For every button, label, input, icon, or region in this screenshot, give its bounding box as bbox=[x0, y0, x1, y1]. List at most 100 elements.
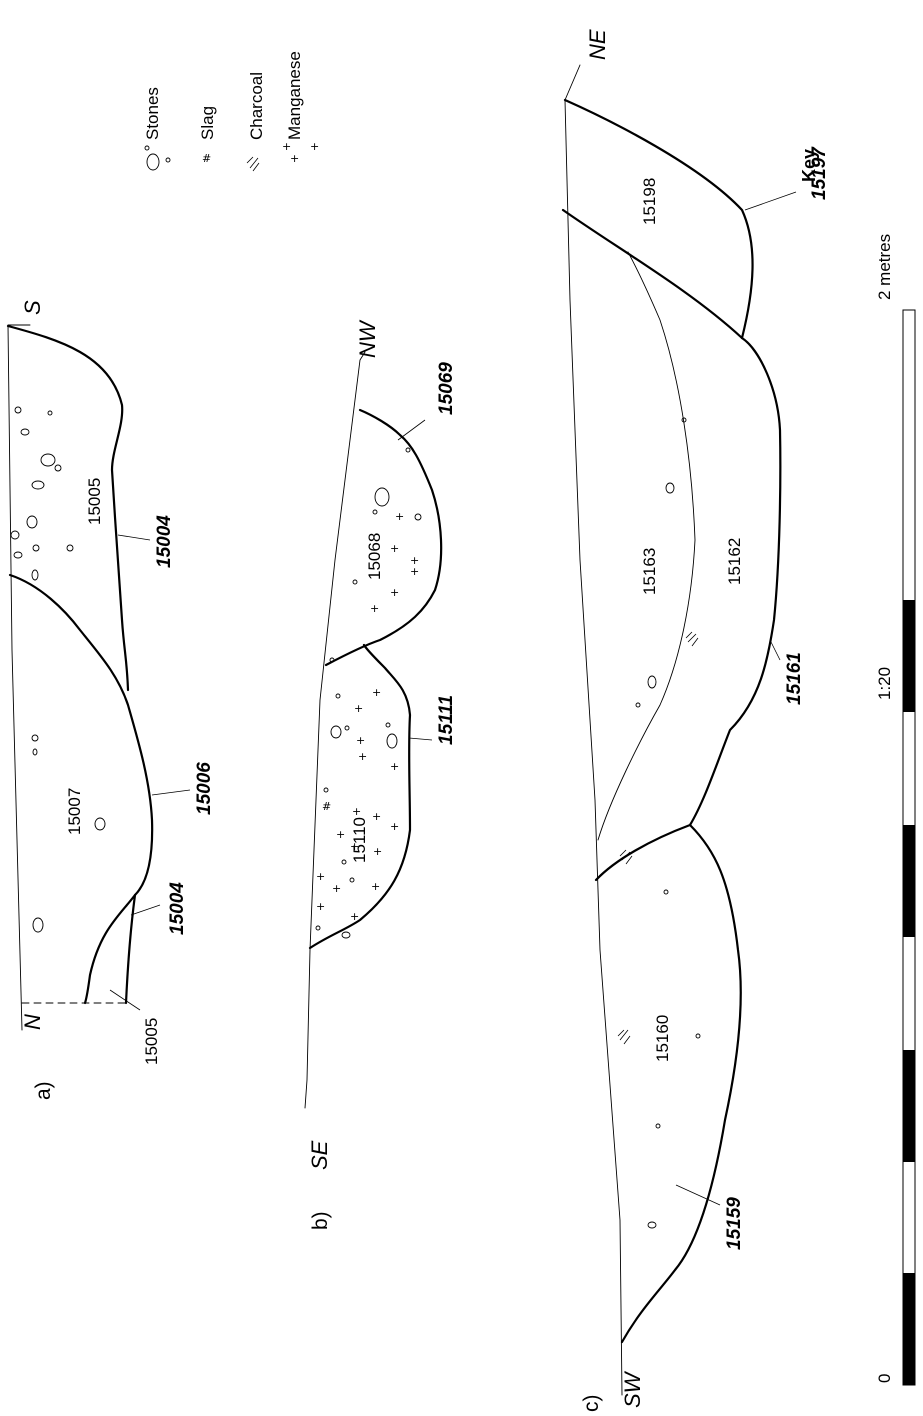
svg-text:#: # bbox=[202, 152, 211, 165]
section-a: a) N S 15005 15007 15005 15004 15006 150… bbox=[6, 300, 215, 1100]
leader-15004-upper bbox=[117, 534, 151, 541]
svg-text:+: + bbox=[282, 140, 291, 153]
stones-15007 bbox=[31, 734, 106, 933]
layer-boundary-15163-15162 bbox=[597, 251, 696, 841]
leader-15111 bbox=[408, 737, 433, 741]
slag-icon: # bbox=[202, 152, 211, 165]
panel-letter-a: a) bbox=[32, 1081, 55, 1100]
cut-label-15004-lower: 15004 bbox=[167, 882, 188, 935]
ground-surface-c bbox=[564, 64, 623, 1396]
stones-15068 bbox=[352, 447, 422, 585]
leader-15159 bbox=[675, 1184, 721, 1206]
cut-outline-15069 bbox=[324, 408, 443, 667]
cut-label-15004-upper: 15004 bbox=[154, 515, 175, 568]
deposit-label-15162: 15162 bbox=[725, 538, 744, 585]
leader-15069 bbox=[397, 419, 426, 441]
deposit-label-15007: 15007 bbox=[65, 788, 84, 835]
svg-text:+: + bbox=[358, 750, 367, 763]
ground-surface-b bbox=[304, 351, 366, 1109]
svg-text:+: + bbox=[336, 828, 345, 841]
cut-outline-15159 bbox=[620, 823, 742, 1344]
stones-15160-15163 bbox=[635, 417, 701, 1229]
svg-text:+: + bbox=[356, 734, 365, 747]
cut-outline-15006 bbox=[8, 573, 154, 1005]
scale-bar: 0 1:20 2 metres bbox=[875, 234, 916, 1386]
section-c: c) SW NE 15160 15163 15162 15198 15159 1… bbox=[561, 29, 830, 1413]
svg-text:+: + bbox=[310, 140, 319, 153]
svg-text:+: + bbox=[354, 702, 363, 715]
svg-text:+: + bbox=[372, 686, 381, 699]
cut-outline-15161 bbox=[594, 336, 782, 882]
section-b: b) SE NW 15110 15068 15111 15069 bbox=[304, 319, 457, 1230]
svg-text:+: + bbox=[316, 900, 325, 913]
scale-segment-1 bbox=[903, 1273, 915, 1385]
legend-label-manganese: Manganese bbox=[285, 51, 304, 140]
deposit-label-15160: 15160 bbox=[653, 1015, 672, 1062]
cut-outline-15111 bbox=[308, 643, 412, 950]
cut-label-15197: 15197 bbox=[809, 146, 830, 200]
svg-text:+: + bbox=[316, 870, 325, 883]
deposit-label-15005-lower: 15005 bbox=[142, 1018, 161, 1065]
scale-label-ratio: 1:20 bbox=[875, 667, 894, 700]
leader-15006 bbox=[151, 789, 191, 796]
legend-label-slag: Slag bbox=[198, 106, 217, 140]
legend-heading: Key bbox=[799, 149, 819, 182]
svg-text:+: + bbox=[390, 820, 399, 833]
svg-text:+: + bbox=[390, 760, 399, 773]
scale-segment-7 bbox=[903, 600, 915, 712]
deposit-label-15163: 15163 bbox=[640, 548, 659, 595]
leader-15005-lower bbox=[109, 989, 141, 1011]
panel-letter-b: b) bbox=[309, 1211, 332, 1230]
direction-label-b-end: NW bbox=[355, 319, 380, 358]
legend-label-charcoal: Charcoal bbox=[247, 72, 266, 140]
svg-text:+: + bbox=[372, 810, 381, 823]
panel-letter-c: c) bbox=[580, 1395, 603, 1413]
svg-text:+: + bbox=[395, 510, 404, 523]
legend-label-stones: Stones bbox=[143, 87, 162, 140]
svg-text:+: + bbox=[332, 882, 341, 895]
stones-15005 bbox=[10, 406, 74, 581]
svg-text:+: + bbox=[410, 565, 419, 578]
cut-label-15161: 15161 bbox=[784, 652, 805, 705]
svg-text:+: + bbox=[370, 602, 379, 615]
ground-surface-a bbox=[7, 324, 31, 1031]
manganese-15110: ++ ++ ++ ++ ++ ++ ++ ++ bbox=[316, 686, 399, 923]
deposit-label-15068: 15068 bbox=[365, 533, 384, 580]
svg-text:+: + bbox=[371, 880, 380, 893]
cut-outline-15198-base bbox=[561, 208, 744, 340]
deposit-label-15110: 15110 bbox=[350, 817, 369, 863]
scale-label-zero: 0 bbox=[875, 1374, 894, 1383]
direction-label-a-start: N bbox=[20, 1014, 45, 1030]
manganese-icon: + + + bbox=[282, 140, 319, 165]
svg-text:+: + bbox=[410, 554, 419, 567]
manganese-15068: ++ ++ ++ bbox=[370, 510, 419, 615]
svg-text:+: + bbox=[290, 152, 299, 165]
slag-15110: # bbox=[322, 800, 331, 813]
svg-text:+: + bbox=[350, 910, 359, 923]
svg-text:+: + bbox=[390, 586, 399, 599]
cut-outline-15197 bbox=[563, 98, 754, 340]
legend: Key Stones # Slag Charcoal + + + Mangane… bbox=[143, 51, 819, 182]
cut-label-15069: 15069 bbox=[436, 362, 457, 415]
cut-label-15159: 15159 bbox=[724, 1197, 745, 1250]
cut-outline-15004-lower bbox=[124, 893, 137, 1005]
scale-segment-3 bbox=[903, 1050, 915, 1162]
leader-15004-lower bbox=[130, 904, 161, 916]
direction-label-c-end: NE bbox=[585, 29, 610, 60]
direction-label-b-start: SE bbox=[307, 1140, 332, 1170]
scale-segment-5 bbox=[903, 825, 915, 937]
svg-text:+: + bbox=[352, 805, 361, 818]
direction-label-a-end: S bbox=[20, 300, 45, 315]
charcoal-icon bbox=[246, 156, 260, 172]
svg-text:+: + bbox=[373, 845, 382, 858]
cut-label-15006: 15006 bbox=[194, 762, 215, 815]
svg-text:#: # bbox=[322, 800, 331, 813]
direction-label-c-start: SW bbox=[620, 1370, 645, 1408]
scale-label-end: 2 metres bbox=[875, 234, 894, 300]
stones-15110 bbox=[315, 657, 398, 939]
stones-icon bbox=[144, 145, 171, 171]
deposit-label-15198: 15198 bbox=[640, 178, 659, 225]
leader-15161 bbox=[769, 639, 781, 661]
svg-text:+: + bbox=[390, 542, 399, 555]
